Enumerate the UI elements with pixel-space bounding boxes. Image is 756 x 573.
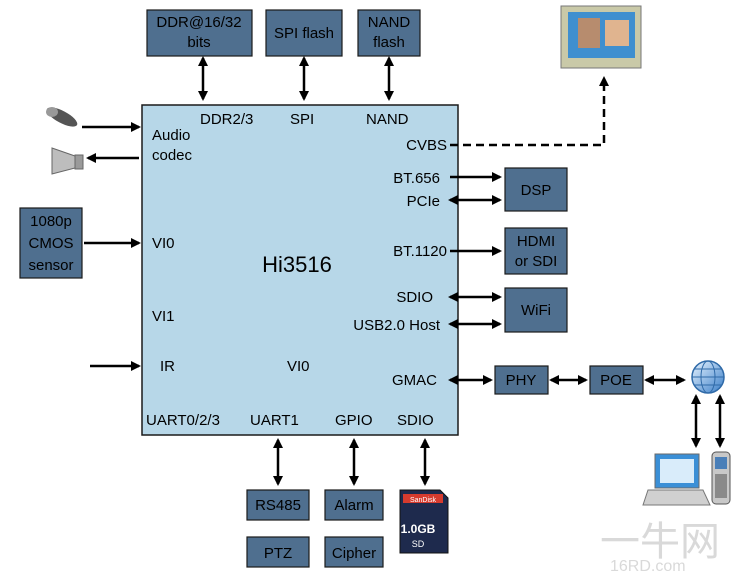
- port-spi: SPI: [290, 111, 314, 128]
- port-sdio-right: SDIO: [396, 289, 433, 306]
- sensor-label-1: 1080p: [30, 213, 72, 230]
- hdmi-label-1: HDMI: [517, 233, 555, 250]
- chip-hi3516: [141, 104, 459, 436]
- cipher-box: [324, 536, 384, 568]
- cipher-label: Cipher: [332, 545, 376, 562]
- poe-label: POE: [600, 372, 632, 389]
- port-nand: NAND: [366, 111, 409, 128]
- port-vi1: VI1: [152, 308, 175, 325]
- ptz-box: [246, 536, 310, 568]
- port-bt1120: BT.1120: [393, 243, 447, 260]
- nand-label-2: flash: [373, 34, 405, 51]
- wifi-label: WiFi: [521, 302, 551, 319]
- svg-text:SD: SD: [412, 539, 425, 549]
- network-globe-icon: [691, 360, 725, 394]
- port-bt656: BT.656: [393, 170, 440, 187]
- monitor-icon: [560, 5, 642, 69]
- ddr-box: [146, 9, 253, 57]
- rs485-box: [246, 489, 310, 521]
- mobile-phone-icon: [711, 451, 731, 505]
- speaker-icon: [51, 147, 84, 175]
- port-inner-vi0: VI0: [287, 358, 310, 375]
- wifi-box: [504, 287, 568, 333]
- microphone-icon: [46, 107, 78, 127]
- rs485-label: RS485: [255, 497, 301, 514]
- chip-title: Hi3516: [262, 252, 332, 277]
- alarm-label: Alarm: [334, 497, 373, 514]
- hdmi-label-2: or SDI: [515, 253, 558, 270]
- spi-flash-box: [265, 9, 343, 57]
- sensor-label-3: sensor: [28, 257, 73, 274]
- cvbs-link: [450, 76, 609, 147]
- ptz-label: PTZ: [264, 545, 292, 562]
- port-gpio: GPIO: [335, 412, 373, 429]
- port-uart1: UART1: [250, 412, 299, 429]
- nand-label-1: NAND: [368, 14, 411, 31]
- laptop-icon: [642, 453, 711, 506]
- port-pcie: PCIe: [407, 193, 440, 210]
- dsp-box: [504, 167, 568, 212]
- port-cvbs: CVBS: [406, 137, 447, 154]
- port-audio: Audio: [152, 127, 190, 144]
- port-ir: IR: [160, 358, 175, 375]
- port-sdio-bottom: SDIO: [397, 412, 434, 429]
- alarm-box: [324, 489, 384, 521]
- dsp-label: DSP: [521, 182, 552, 199]
- watermark-logo: 一牛网: [600, 520, 720, 564]
- phy-label: PHY: [506, 372, 537, 389]
- port-vi0: VI0: [152, 235, 175, 252]
- spi-flash-label: SPI flash: [274, 25, 334, 42]
- port-uart023: UART0/2/3: [146, 412, 220, 429]
- sensor-label-2: CMOS: [29, 235, 74, 252]
- watermark-url: 16RD.com: [610, 558, 686, 573]
- ddr-label-2: bits: [187, 34, 210, 51]
- ddr-label-1: DDR@16/32: [156, 14, 241, 31]
- sd-card-icon: SanDisk 1.0GB SD: [399, 489, 449, 554]
- svg-text:SanDisk: SanDisk: [410, 497, 437, 504]
- poe-box: [589, 365, 644, 395]
- phy-box: [494, 365, 549, 395]
- hdmi-sdi-box: [504, 227, 568, 275]
- port-usb: USB2.0 Host: [353, 317, 441, 334]
- port-gmac: GMAC: [392, 372, 437, 389]
- svg-text:1.0GB: 1.0GB: [401, 522, 436, 536]
- cmos-sensor-box: [19, 207, 83, 279]
- port-codec: codec: [152, 147, 193, 164]
- port-ddr: DDR2/3: [200, 111, 253, 128]
